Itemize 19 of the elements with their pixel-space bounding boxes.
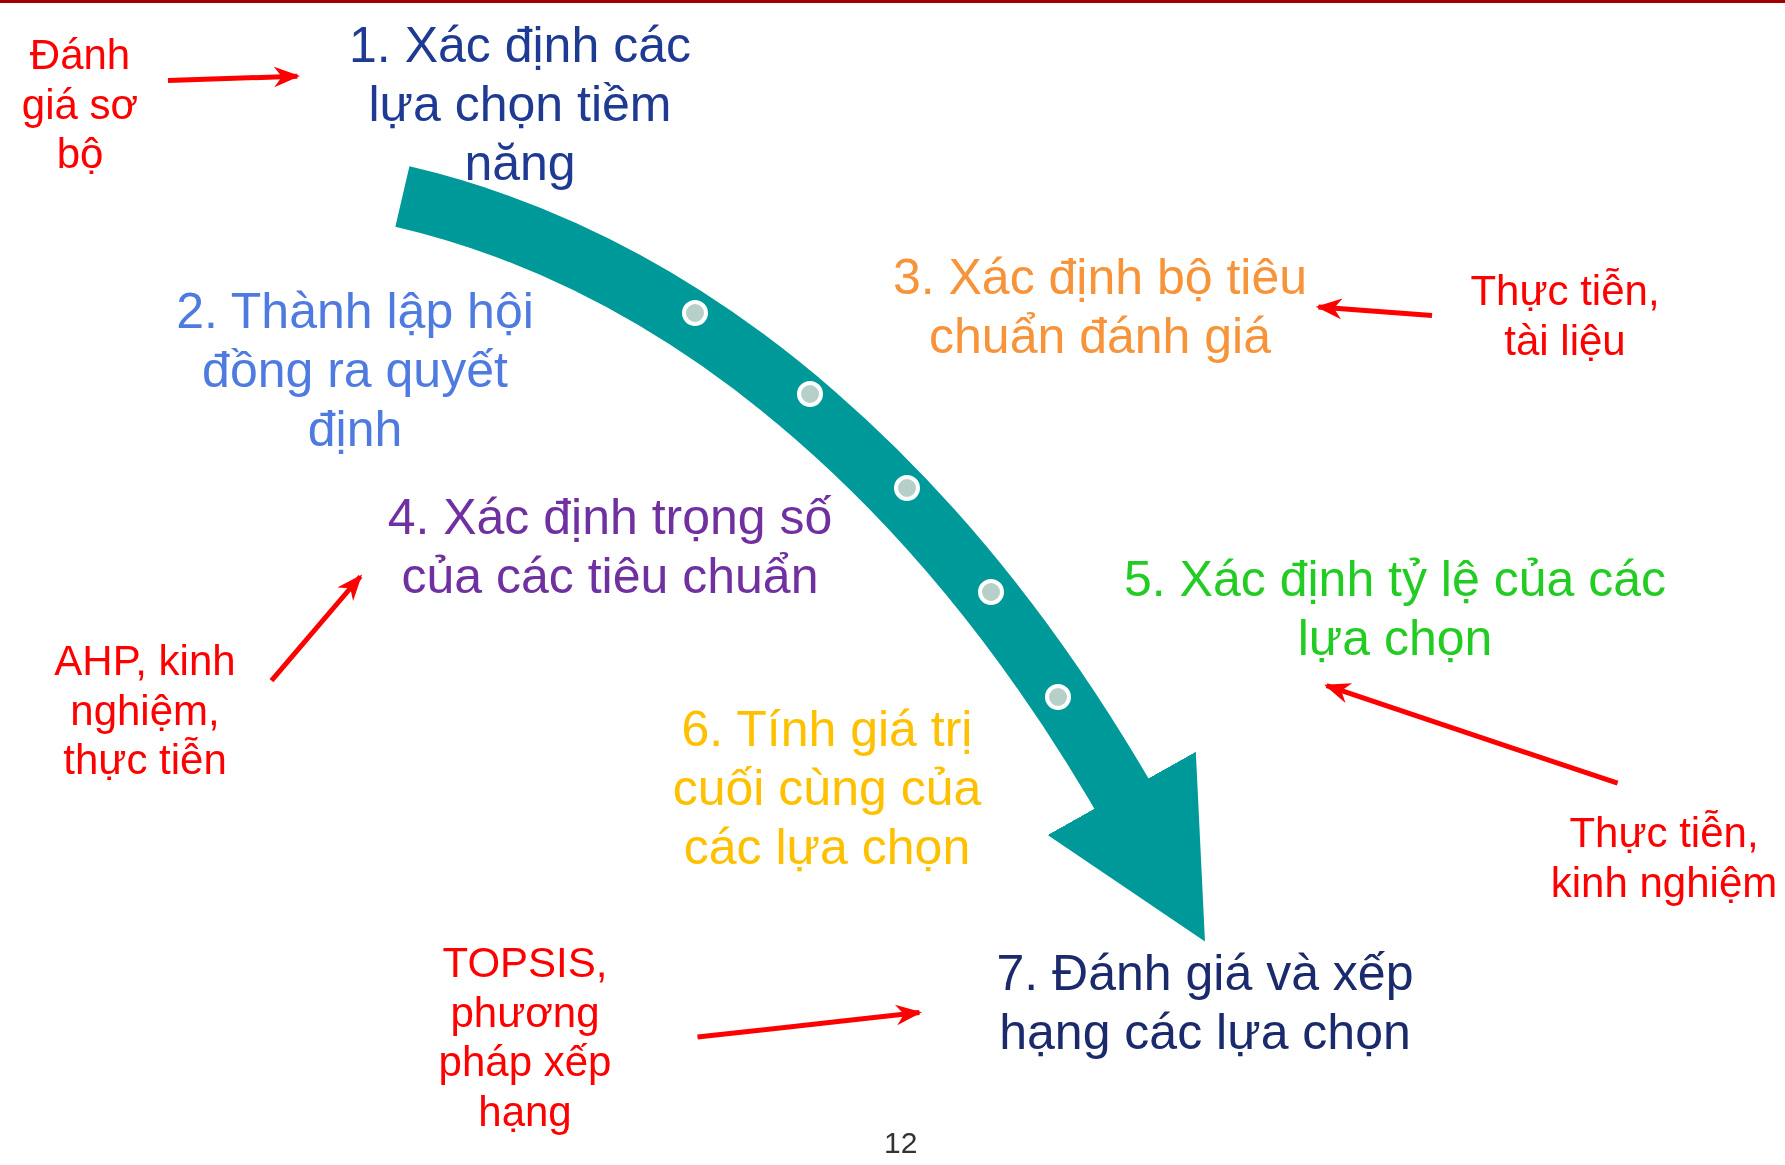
input-note: TOPSIS, phương pháp xếp hạng: [437, 938, 613, 1137]
input-note: Thực tiễn, kinh nghiệm: [1549, 808, 1779, 908]
arrow: [269, 574, 363, 683]
step-text: 6. Tính giá trị cuối cùng của các lựa chọn: [671, 700, 983, 877]
curved-arrow: [394, 166, 1208, 940]
step-text: 1. Xác định các lựa chọn tiềm năng: [348, 16, 692, 193]
step-text: 7. Đánh giá và xếp hạng các lựa chọn: [995, 944, 1415, 1062]
input-note: Thực tiễn, tài liệu: [1470, 266, 1660, 366]
arrow: [167, 66, 300, 88]
arrow: [1324, 683, 1619, 786]
arrow: [1315, 298, 1433, 320]
input-note: AHP, kinh nghiệm, thực tiễn: [53, 636, 237, 785]
page-number: 12: [884, 1126, 918, 1160]
step-text: 5. Xác định tỷ lệ của các lựa chọn: [1123, 550, 1667, 668]
step-text: 2. Thành lập hội đồng ra quyết định: [175, 282, 535, 459]
input-note: Đánh giá sơ bộ: [20, 30, 140, 179]
arrow: [697, 1004, 922, 1040]
step-text: 3. Xác định bộ tiêu chuẩn đánh giá: [891, 248, 1309, 366]
step-text: 4. Xác định trọng số của các tiêu chuẩn: [386, 488, 834, 606]
